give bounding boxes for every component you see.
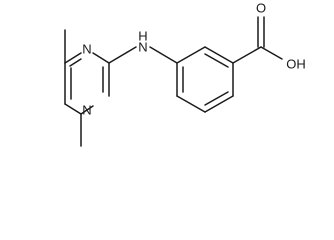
bond-b5-b6 <box>176 95 206 113</box>
bond-ring-carboxyl <box>232 46 262 64</box>
hydroxyl-group: OH <box>286 57 306 72</box>
bond-c6-c5 <box>64 103 82 115</box>
bond-b4-b5-inner <box>204 91 229 106</box>
bond-b4-b5 <box>204 95 234 113</box>
bond-b1-b2 <box>176 46 206 64</box>
amine-hydrogen: H <box>138 29 147 44</box>
bond-c2-nh <box>108 46 137 64</box>
benzene-ring <box>176 46 234 113</box>
bond-c4-n3-inner <box>69 58 82 67</box>
bond-n3-c2 <box>92 52 110 64</box>
bond-n1-c6 <box>80 105 94 115</box>
carbonyl-oxygen: O <box>256 1 266 16</box>
bond-b2-b3 <box>204 46 234 64</box>
amine-nitrogen: N <box>138 40 147 55</box>
chemical-structure-diagram: N N H N O OH <box>64 1 306 147</box>
bond-nh-phenyl <box>149 46 178 64</box>
bond-c-oh <box>260 46 283 60</box>
bond-b2-b3-inner <box>204 53 229 68</box>
bond-c4-n3 <box>64 52 82 64</box>
ring-nitrogen-bottom: N <box>82 103 91 118</box>
ring-nitrogen-top: N <box>82 42 91 57</box>
pyrimidine-ring <box>64 52 110 115</box>
